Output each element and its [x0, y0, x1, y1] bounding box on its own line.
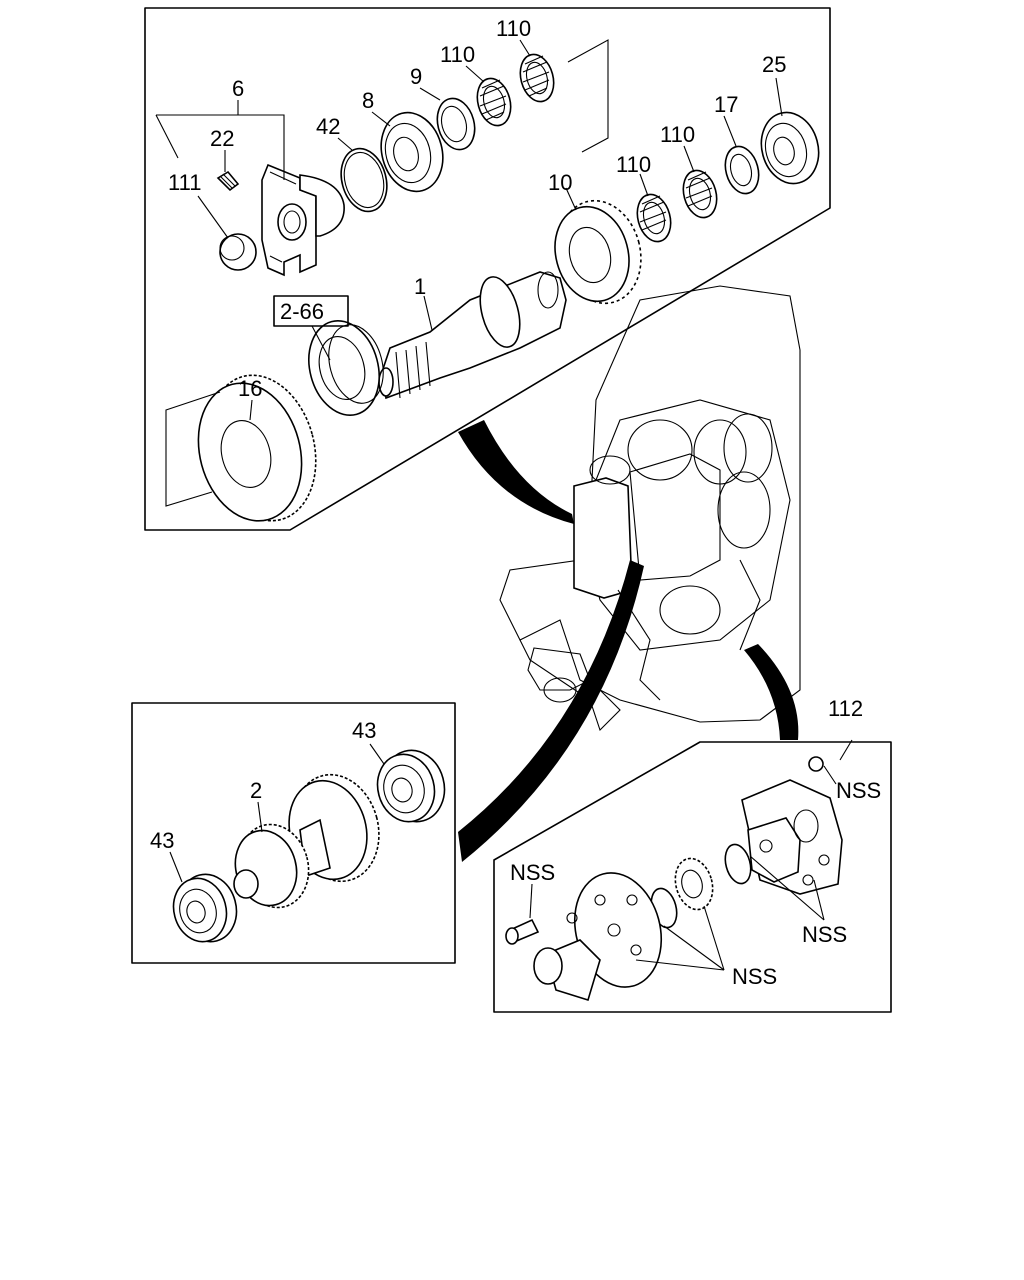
label-2: 2 — [250, 778, 262, 803]
part-10-gear — [554, 199, 642, 305]
right-panel-border — [493, 741, 892, 1013]
pto-panel — [493, 739, 892, 1013]
countershaft-panel — [131, 702, 456, 964]
arrow-to-upper-panel — [458, 420, 574, 524]
leader-bracket-16 — [165, 391, 221, 507]
part-43-bearing — [172, 873, 238, 943]
nut — [808, 756, 824, 772]
label-110-c: 110 — [660, 122, 695, 147]
part-110-needle-bearing — [519, 53, 555, 103]
part-2-66-sleeve — [308, 320, 384, 416]
part-1-shaft — [378, 271, 567, 400]
label-43-left: 43 — [150, 828, 174, 853]
o-ring — [724, 843, 752, 885]
part-110-needle-bearing — [636, 193, 672, 243]
part-2-cluster-gear — [233, 773, 380, 909]
label-17: 17 — [714, 92, 738, 117]
part-9-washer — [436, 97, 476, 151]
label-nss-nut: NSS — [836, 778, 881, 803]
bolt — [505, 918, 540, 945]
part-111-plug — [219, 233, 257, 271]
part-17-washer — [724, 145, 760, 195]
part-42-snap-ring — [340, 147, 388, 213]
part-22-bolt — [216, 170, 240, 192]
label-2-66: 2-66 — [280, 299, 324, 324]
label-42: 42 — [316, 114, 340, 139]
label-1: 1 — [414, 274, 426, 299]
leader-bracket — [567, 39, 609, 153]
cover-plate — [741, 779, 843, 895]
label-nss-bolt: NSS — [510, 860, 555, 885]
arrow-to-left-panel — [458, 560, 644, 862]
label-110-b: 110 — [496, 16, 531, 41]
part-43-bearing — [376, 749, 446, 823]
part-2-66-box — [273, 295, 349, 327]
small-gear — [674, 857, 714, 911]
label-nss-cover: NSS — [802, 922, 847, 947]
arrow-to-right-panel — [744, 644, 799, 740]
label-nss-flange: NSS — [732, 964, 777, 989]
label-9: 9 — [410, 64, 422, 89]
left-panel-border — [131, 702, 456, 964]
label-10: 10 — [548, 170, 572, 195]
upper-panel-border — [144, 7, 831, 531]
label-110-a: 110 — [440, 42, 475, 67]
part-110-needle-bearing — [682, 169, 718, 219]
part-8-bearing — [380, 111, 444, 193]
label-43-right: 43 — [352, 718, 376, 743]
label-6: 6 — [232, 76, 244, 101]
label-16: 16 — [238, 376, 262, 401]
label-112: 112 — [828, 696, 863, 721]
label-111: 111 — [168, 170, 201, 195]
label-8: 8 — [362, 88, 374, 113]
part-110-needle-bearing — [476, 77, 512, 127]
label-22: 22 — [210, 126, 234, 151]
label-25: 25 — [762, 52, 786, 77]
label-110-d: 110 — [616, 152, 651, 177]
part-6-bracket — [261, 163, 345, 277]
upper-shaft-panel — [144, 7, 831, 531]
part-25-bearing — [760, 111, 820, 185]
leader-lines — [155, 39, 783, 421]
part-16-gear — [197, 374, 317, 522]
flange-housing — [533, 872, 663, 1002]
part-labels: 6 22 111 42 8 9 110 110 25 17 110 110 10… — [150, 16, 881, 989]
